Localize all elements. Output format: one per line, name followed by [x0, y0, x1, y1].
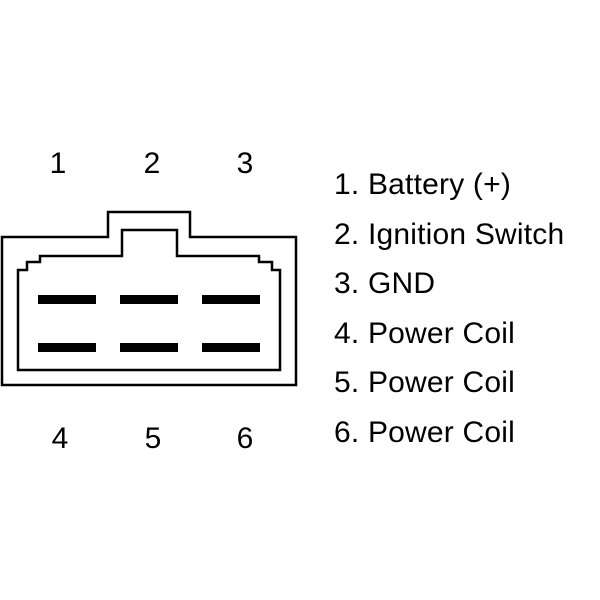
- terminal-4: [38, 343, 96, 352]
- terminal-3: [202, 295, 260, 304]
- connector-housing-inner: [16, 228, 282, 372]
- pin-number-4: 4: [51, 422, 69, 455]
- pin-number-1: 1: [49, 147, 67, 180]
- legend-item-2: 2. Ignition Switch: [334, 217, 565, 251]
- pin-number-3: 3: [236, 147, 254, 180]
- legend-item-6: 6. Power Coil: [334, 415, 516, 449]
- connector-housing-outer: [0, 210, 298, 387]
- pin-legend: 1. Battery (+) 2. Ignition Switch 3. GND…: [334, 160, 564, 457]
- legend-item-4: 4. Power Coil: [334, 316, 516, 350]
- terminal-6: [202, 343, 260, 352]
- legend-item-5: 5. Power Coil: [334, 366, 516, 399]
- legend-item-1: 1. Battery (+): [334, 168, 512, 201]
- pin-number-2: 2: [143, 147, 161, 180]
- legend-item-3: 3. GND: [334, 267, 436, 300]
- terminal-5: [120, 343, 178, 352]
- terminal-2: [120, 295, 178, 304]
- pin-number-5: 5: [144, 422, 162, 455]
- terminal-1: [38, 295, 96, 304]
- pin-number-6: 6: [236, 422, 254, 455]
